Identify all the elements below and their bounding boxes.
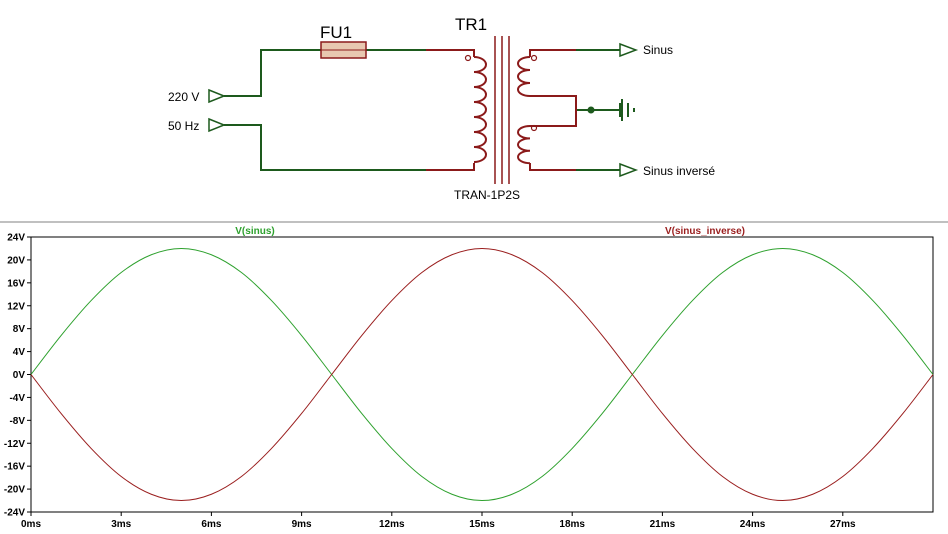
y-tick-label: -12V bbox=[4, 439, 25, 450]
waveform-plot: 24V 20V 16V 12V 8V 4V 0V -4V -8V -12V -16V -20V -24V… bbox=[4, 226, 934, 530]
x-tick-label: 0ms bbox=[21, 519, 41, 530]
primary-coil bbox=[473, 56, 487, 163]
schematic: FU1 TR1 TRAN-1P2S 220 V 50 Hz Sinus Sinu… bbox=[168, 15, 715, 202]
ground-symbol bbox=[621, 99, 635, 121]
plot-frame bbox=[30, 236, 934, 513]
series-group bbox=[30, 247, 934, 502]
y-axis: 24V 20V 16V 12V 8V 4V 0V -4V -8V -12V -16V -20V -24V bbox=[4, 233, 31, 519]
y-tick-label: 0V bbox=[13, 370, 26, 381]
transformer-model-label: TRAN-1P2S bbox=[454, 188, 520, 202]
secondary-coil-top bbox=[517, 56, 531, 97]
input-label-220v: 220 V bbox=[168, 90, 199, 104]
secondary-top-lead-out bbox=[529, 49, 576, 57]
y-tick-label: -24V bbox=[4, 508, 25, 519]
output-flag-sinus-inverse bbox=[619, 162, 639, 178]
input-flag-220v bbox=[208, 88, 227, 104]
series-line-v-sinus bbox=[30, 247, 934, 502]
y-tick-label: 20V bbox=[7, 255, 25, 266]
wire-50hz bbox=[224, 124, 426, 171]
x-tick-label: 3ms bbox=[111, 519, 131, 530]
transformer-core bbox=[494, 36, 510, 184]
output-label-sinus: Sinus bbox=[643, 43, 673, 57]
secondary-coil-bottom bbox=[517, 125, 531, 165]
series-label-v-sinus-inverse: V(sinus_inverse) bbox=[665, 226, 745, 237]
series-line-v-sinus-inverse bbox=[30, 247, 934, 502]
output-flag-sinus bbox=[619, 42, 639, 58]
input-label-50hz: 50 Hz bbox=[168, 119, 199, 133]
x-tick-label: 21ms bbox=[650, 519, 676, 530]
x-tick-label: 12ms bbox=[379, 519, 405, 530]
primary-lead-top bbox=[426, 49, 475, 57]
primary-lead-bottom bbox=[426, 163, 475, 171]
output-label-sinus-inverse: Sinus inversé bbox=[643, 164, 715, 178]
x-tick-label: 15ms bbox=[469, 519, 495, 530]
x-tick-label: 6ms bbox=[201, 519, 221, 530]
center-tap-junction bbox=[587, 106, 595, 114]
wire-220v bbox=[224, 49, 321, 97]
x-tick-label: 18ms bbox=[559, 519, 585, 530]
x-tick-label: 9ms bbox=[292, 519, 312, 530]
x-tick-label: 24ms bbox=[740, 519, 766, 530]
y-tick-label: 12V bbox=[7, 301, 25, 312]
x-tick-label: 27ms bbox=[830, 519, 856, 530]
y-tick-label: 4V bbox=[13, 347, 26, 358]
y-tick-label: 24V bbox=[7, 233, 25, 244]
y-tick-label: -20V bbox=[4, 485, 25, 496]
input-wires bbox=[224, 49, 621, 171]
fuse-label: FU1 bbox=[320, 23, 352, 42]
y-tick-label: -4V bbox=[9, 393, 25, 404]
y-tick-label: -16V bbox=[4, 462, 25, 473]
secondary-bottom-lead-out bbox=[529, 163, 576, 171]
y-tick-label: -8V bbox=[9, 416, 25, 427]
polarity-dots bbox=[464, 54, 538, 132]
secondary-top-lead-mid bbox=[530, 95, 577, 127]
transformer-label: TR1 bbox=[455, 15, 487, 34]
x-axis: 0ms 3ms 6ms 9ms 12ms 15ms 18ms 21ms 24ms 27ms bbox=[21, 512, 856, 530]
series-label-v-sinus: V(sinus) bbox=[235, 226, 274, 237]
coil-leads bbox=[426, 49, 577, 171]
input-flag-50hz bbox=[208, 117, 227, 133]
y-tick-label: 16V bbox=[7, 278, 25, 289]
series-labels: V(sinus) V(sinus_inverse) bbox=[235, 226, 745, 237]
y-tick-label: 8V bbox=[13, 324, 26, 335]
